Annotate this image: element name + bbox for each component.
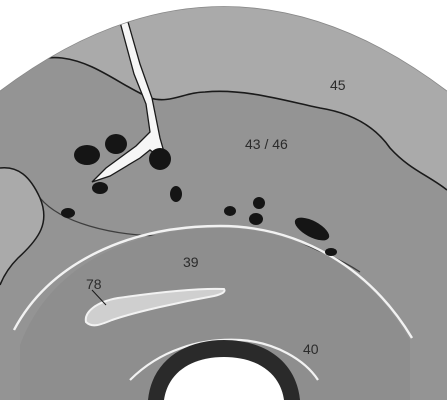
- label-region-39: 39: [183, 254, 199, 270]
- spot: [61, 208, 75, 218]
- spot: [170, 186, 182, 202]
- spot: [224, 206, 236, 216]
- label-region-78: 78: [86, 276, 102, 292]
- spot: [105, 134, 127, 154]
- spot: [74, 145, 100, 165]
- spot: [92, 182, 108, 194]
- spot: [149, 148, 171, 170]
- spot: [325, 248, 337, 256]
- spot: [253, 197, 265, 209]
- spot: [249, 213, 263, 225]
- label-region-40: 40: [303, 341, 319, 357]
- label-region-43-46: 43 / 46: [245, 136, 288, 152]
- label-region-45: 45: [330, 77, 346, 93]
